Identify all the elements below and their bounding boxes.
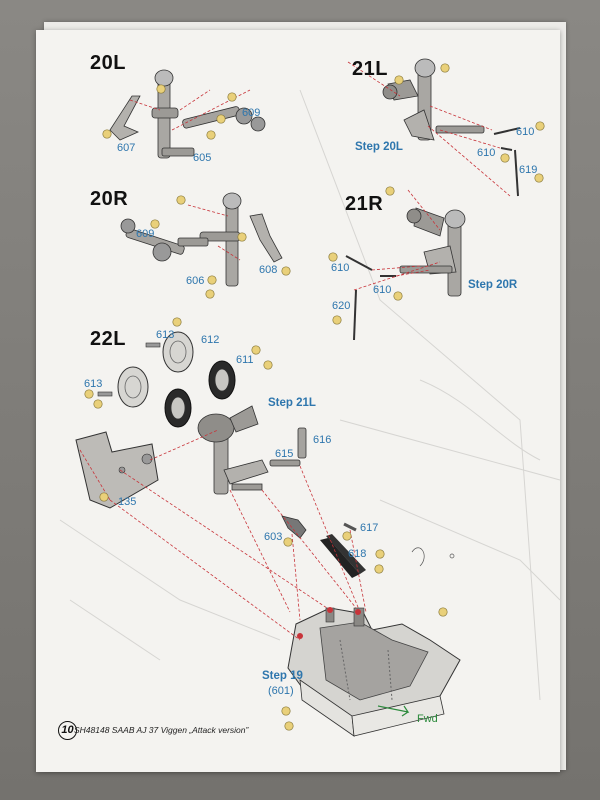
step-22l-title: 22L <box>84 328 138 352</box>
part-label: 610 <box>516 126 535 138</box>
pencil-marks <box>411 547 455 567</box>
part-label: 609 <box>136 228 155 240</box>
part-label: 612 <box>201 334 220 346</box>
step-21r-drawing <box>328 186 466 341</box>
part-label: 611 <box>236 354 254 366</box>
part-label: 616 <box>313 434 332 446</box>
step-20l-drawing <box>102 69 266 159</box>
part-label: 603 <box>264 531 283 543</box>
part-label: 613 <box>156 329 175 341</box>
part-label: 620 <box>332 300 351 312</box>
part-label: 619 <box>519 164 538 176</box>
step-reference: Step 20R <box>468 279 518 291</box>
step-reference-part: (601) <box>268 685 294 697</box>
kit-footer: SH48148 SAAB AJ 37 Viggen „Attack versio… <box>74 725 249 735</box>
step-reference: Step 19 <box>262 670 303 682</box>
part-label: 605 <box>193 152 212 164</box>
step-reference: Step 21L <box>268 397 316 409</box>
part-label: 610 <box>331 262 350 274</box>
page-number: 10 <box>58 721 77 740</box>
part-label: 617 <box>360 522 379 534</box>
step-22l-drawing <box>75 317 461 737</box>
step-20r-title: 20R <box>84 188 138 212</box>
part-label: 135 <box>118 496 137 508</box>
background-sketch <box>59 89 561 701</box>
part-label: 618 <box>348 548 367 560</box>
step-20l-title: 20L <box>84 52 138 76</box>
step-21l-title: 21L <box>346 58 400 82</box>
step-21r-title: 21R <box>339 193 393 217</box>
part-label: 613 <box>84 378 103 390</box>
part-label: 610 <box>477 147 496 159</box>
part-label: 610 <box>373 284 392 296</box>
forward-direction-label: Fwd <box>417 713 438 725</box>
part-label: 607 <box>117 142 136 154</box>
step-20r-drawing <box>120 192 291 299</box>
part-label: 608 <box>259 264 278 276</box>
step-reference: Step 20L <box>355 141 403 153</box>
part-label: 609 <box>242 107 261 119</box>
step-21l-drawing <box>347 58 545 197</box>
part-label: 606 <box>186 275 205 287</box>
part-label: 615 <box>275 448 294 460</box>
